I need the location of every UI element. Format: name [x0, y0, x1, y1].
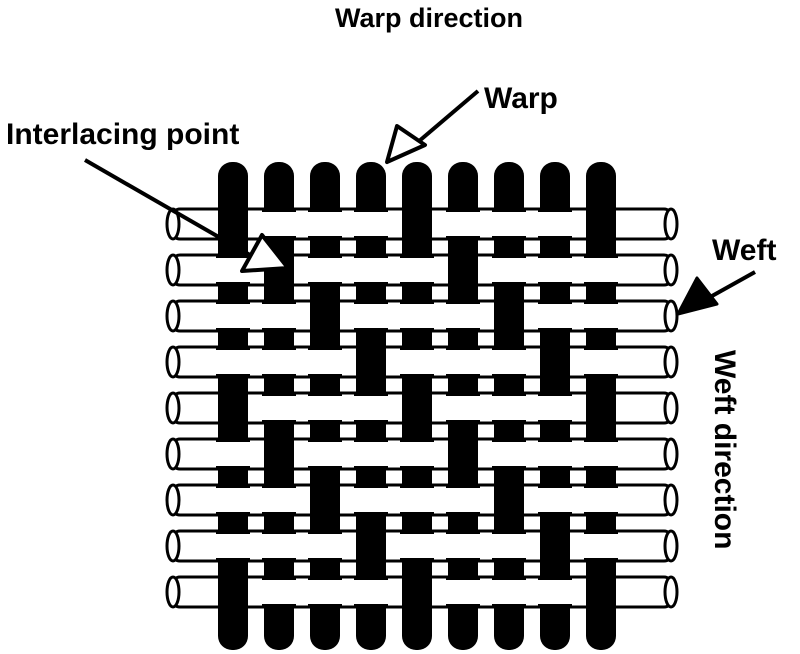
weft-over-warp: [538, 440, 572, 468]
weft-over-warp: [538, 256, 572, 284]
weft-yarn-end: [165, 437, 181, 471]
weft-over-warp: [216, 532, 250, 560]
weft-over-warp: [308, 440, 342, 468]
weft-over-warp: [446, 394, 480, 422]
weft-over-warp: [400, 256, 434, 284]
weft-over-warp: [354, 210, 388, 238]
weft-yarn-end: [165, 483, 181, 517]
weft-over-warp: [584, 348, 618, 376]
weft-over-warp: [538, 486, 572, 514]
interlacing-arrowhead: [240, 233, 290, 273]
weft-over-warp: [216, 440, 250, 468]
weft-over-warp: [538, 302, 572, 330]
weft-yarn-end: [165, 575, 181, 609]
weft-over-warp: [584, 256, 618, 284]
warp-yarn: [218, 162, 248, 650]
fabric-weave: [165, 162, 679, 650]
weft-over-warp: [354, 486, 388, 514]
weft-over-warp: [446, 210, 480, 238]
weft-over-warp: [400, 440, 434, 468]
weft-yarn-end: [663, 345, 679, 379]
weft-over-warp: [492, 532, 526, 560]
weft-over-warp: [308, 210, 342, 238]
weft-over-warp: [262, 394, 296, 422]
weft-over-warp: [354, 440, 388, 468]
weft-over-warp: [538, 210, 572, 238]
weft-over-warp: [262, 578, 296, 606]
weft-over-warp: [354, 578, 388, 606]
weft-over-warp: [492, 256, 526, 284]
weft-yarn-end: [663, 529, 679, 563]
weft-label: Weft: [712, 234, 776, 267]
weft-yarn-end: [663, 207, 679, 241]
weft-over-warp: [492, 394, 526, 422]
weft-over-warp: [446, 348, 480, 376]
weft-over-warp: [492, 440, 526, 468]
weft-arrowhead: [676, 276, 719, 316]
weft-over-warp: [446, 486, 480, 514]
weft-over-warp: [354, 256, 388, 284]
weft-over-warp: [446, 302, 480, 330]
weft-yarn-end: [663, 437, 679, 471]
weft-over-warp: [492, 578, 526, 606]
weft-over-warp: [400, 302, 434, 330]
weft-over-warp: [216, 486, 250, 514]
weft-over-warp: [400, 532, 434, 560]
weft-over-warp: [400, 486, 434, 514]
warp-direction-label: Warp direction: [335, 3, 523, 33]
warp-yarn: [402, 162, 432, 650]
warp-arrowhead: [385, 124, 427, 164]
weft-over-warp: [492, 348, 526, 376]
warp-yarn: [586, 162, 616, 650]
weft-direction-label: Weft direction: [708, 350, 741, 549]
weft-over-warp: [492, 210, 526, 238]
weft-yarn-end: [165, 529, 181, 563]
weft-over-warp: [354, 302, 388, 330]
weft-over-warp: [354, 394, 388, 422]
weft-over-warp: [584, 486, 618, 514]
weft-yarn-end: [663, 299, 679, 333]
weft-over-warp: [308, 532, 342, 560]
warp-label: Warp: [484, 82, 558, 115]
weft-over-warp: [262, 486, 296, 514]
weft-over-warp: [308, 348, 342, 376]
weft-over-warp: [538, 394, 572, 422]
weft-yarn-end: [165, 299, 181, 333]
weft-over-warp: [584, 532, 618, 560]
weft-yarn-end: [663, 391, 679, 425]
weft-over-warp: [446, 578, 480, 606]
weft-yarn-end: [663, 253, 679, 287]
weft-over-warp: [584, 440, 618, 468]
weft-yarn-end: [165, 345, 181, 379]
weft-over-warp: [308, 394, 342, 422]
weft-over-warp: [584, 302, 618, 330]
weft-over-warp: [216, 348, 250, 376]
weft-over-warp: [446, 532, 480, 560]
interlacing-arrow-line: [84, 158, 251, 257]
arrows: [84, 89, 756, 316]
warp-arrow-line: [416, 89, 480, 144]
weft-over-warp: [262, 348, 296, 376]
weft-over-warp: [308, 578, 342, 606]
weft-over-warp: [400, 348, 434, 376]
weft-yarn-end: [663, 575, 679, 609]
weft-yarn-end: [663, 483, 679, 517]
weft-over-warp: [538, 578, 572, 606]
weft-over-warp: [262, 532, 296, 560]
weft-over-warp: [216, 302, 250, 330]
weft-yarn-end: [165, 253, 181, 287]
weft-over-warp: [308, 256, 342, 284]
weft-over-warp: [262, 302, 296, 330]
weft-over-warp: [262, 210, 296, 238]
weft-yarn-end: [165, 391, 181, 425]
interlacing-point-label: Interlacing point: [6, 118, 239, 151]
weft-arrow-line: [711, 270, 756, 298]
